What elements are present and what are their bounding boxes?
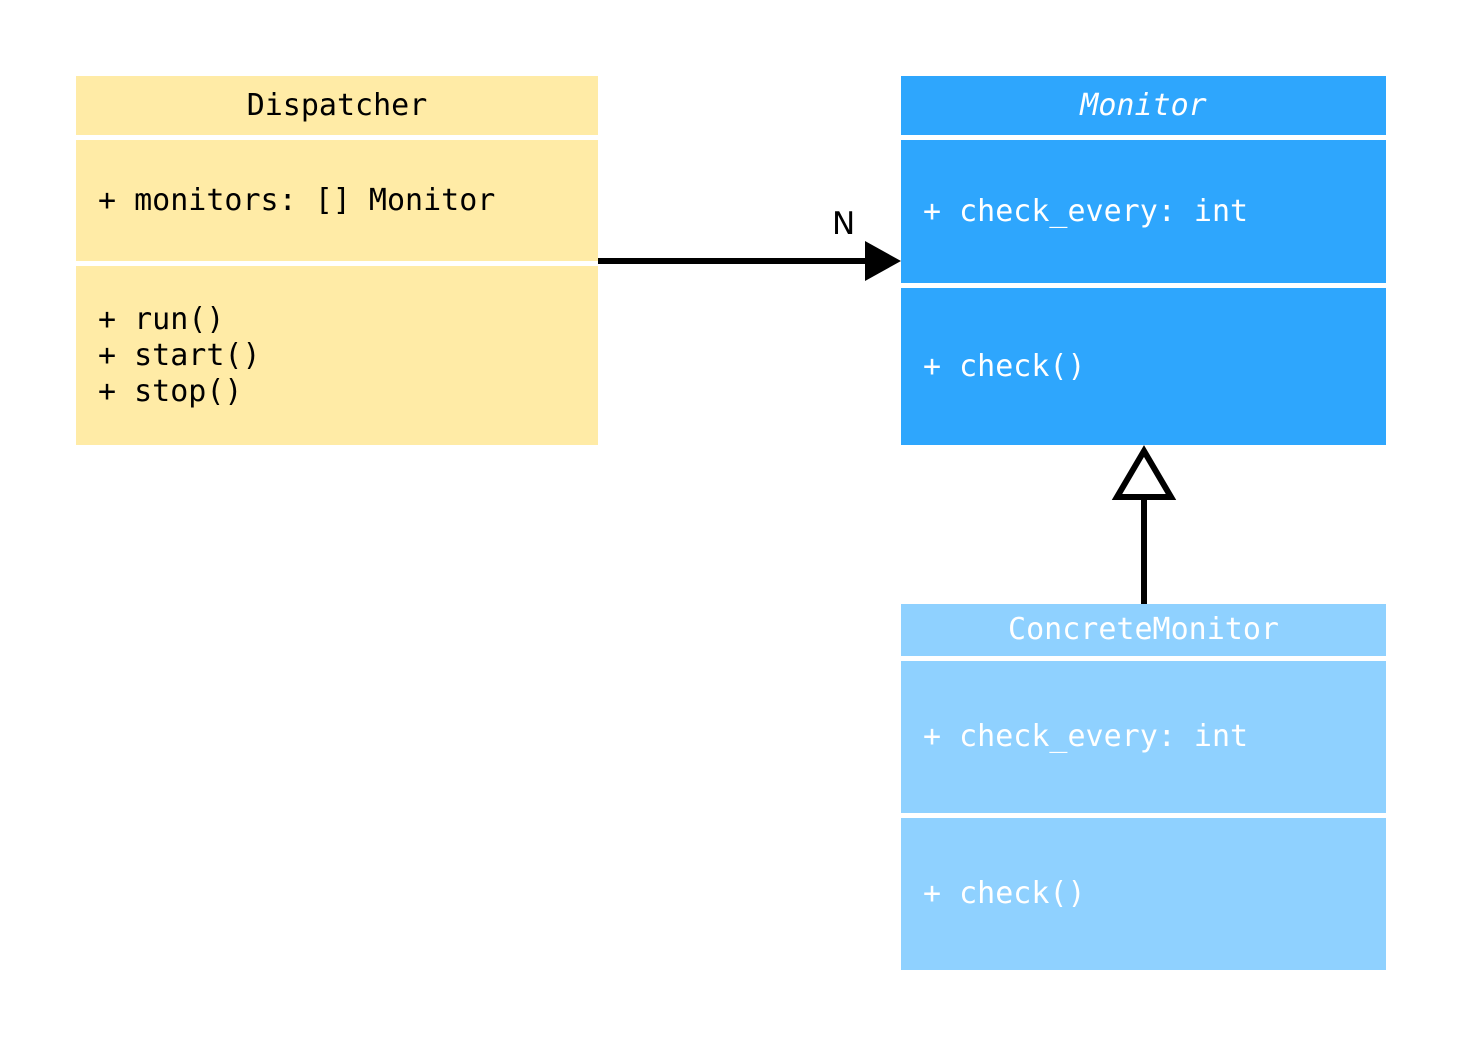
method-item: + check(): [923, 876, 1086, 911]
association-multiplicity-label: N: [832, 206, 856, 242]
uml-class-dispatcher[interactable]: Dispatcher + monitors: [] Monitor + run(…: [76, 76, 598, 445]
class-title-compartment: Monitor: [901, 76, 1386, 135]
class-name-concretemonitor: ConcreteMonitor: [1008, 612, 1279, 647]
class-attributes-compartment: + check_every: int: [901, 661, 1386, 813]
class-attributes-compartment: + monitors: [] Monitor: [76, 140, 598, 261]
class-methods-compartment: + check(): [901, 288, 1386, 445]
class-name-monitor: Monitor: [1080, 87, 1207, 123]
association-dispatcher-to-monitor: [598, 241, 901, 281]
hollow-triangle-arrowhead-icon: [1111, 445, 1177, 500]
class-title-compartment: ConcreteMonitor: [901, 604, 1386, 656]
uml-class-monitor[interactable]: Monitor + check_every: int + check(): [901, 76, 1386, 445]
attribute-item: + check_every: int: [923, 193, 1249, 229]
method-item: + stop(): [98, 373, 243, 409]
method-item: + start(): [98, 337, 261, 373]
generalization-concretemonitor-to-monitor: [1111, 445, 1177, 604]
attribute-item: + check_every: int: [923, 719, 1249, 754]
class-methods-compartment: + check(): [901, 818, 1386, 970]
class-name-dispatcher: Dispatcher: [246, 87, 428, 123]
method-item: + check(): [923, 348, 1086, 384]
filled-arrowhead-icon: [865, 241, 901, 281]
class-title-compartment: Dispatcher: [76, 76, 598, 135]
attribute-item: + monitors: [] Monitor: [98, 182, 496, 218]
uml-class-concretemonitor[interactable]: ConcreteMonitor + check_every: int + che…: [901, 604, 1386, 970]
class-attributes-compartment: + check_every: int: [901, 140, 1386, 283]
method-item: + run(): [98, 301, 225, 337]
class-methods-compartment: + run() + start() + stop(): [76, 266, 598, 445]
